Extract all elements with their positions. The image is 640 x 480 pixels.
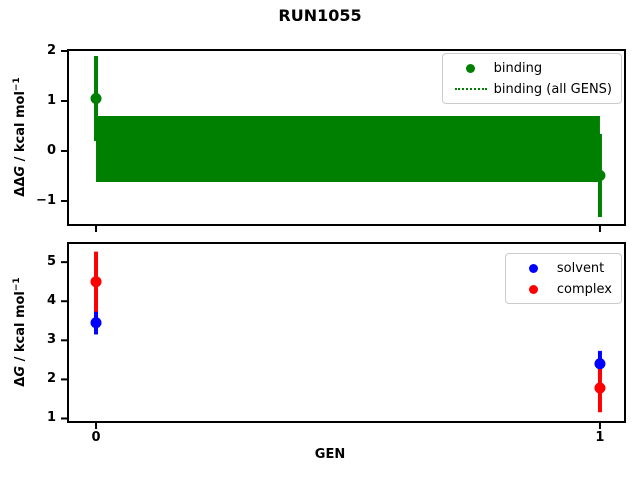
marker-complex-gen0 — [90, 276, 102, 288]
marker-binding-gen0 — [90, 93, 102, 104]
axes-spines — [67, 49, 626, 226]
marker-binding-gen1 — [594, 170, 606, 181]
marker-complex-gen1 — [594, 382, 606, 394]
confidence-band-binding--all-gens- — [96, 116, 600, 182]
figure-title: RUN1055 — [278, 6, 362, 25]
marker-solvent-gen0 — [90, 317, 102, 329]
marker-solvent-gen1 — [594, 358, 606, 370]
axes-spines — [67, 242, 626, 423]
